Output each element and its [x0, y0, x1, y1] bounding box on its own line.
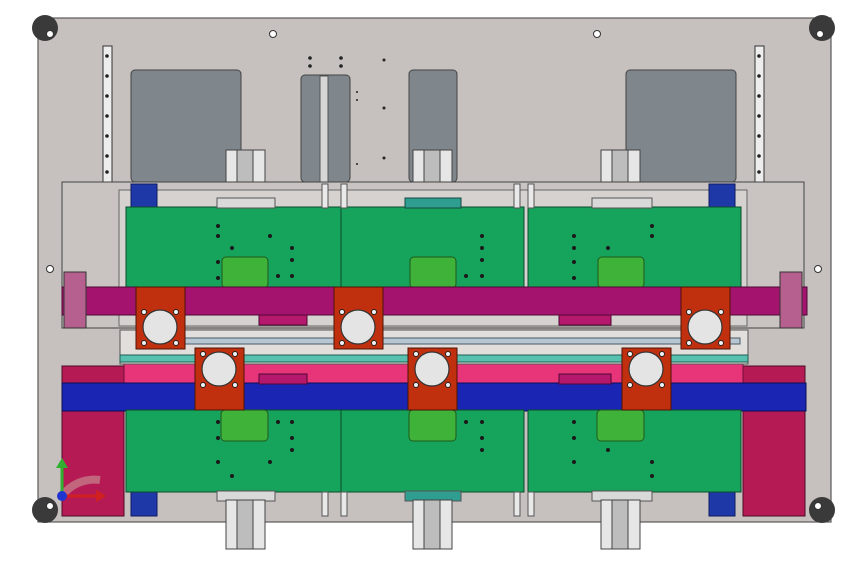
- corner-boss-top-left: [32, 15, 58, 41]
- left-screw-rail: [102, 45, 113, 183]
- upper-teal-tabs: [404, 197, 462, 209]
- lower-green-pads: [220, 409, 645, 442]
- top-fasteners: [308, 56, 386, 165]
- corner-boss-bottom-right: [809, 497, 835, 523]
- lower-carriage-fasteners: [216, 420, 654, 478]
- cylinder-bolt-heads: [141, 309, 724, 388]
- magenta-end-blocks: [63, 271, 803, 329]
- divider-posts: [321, 183, 535, 517]
- axis-triad-icon[interactable]: [56, 458, 106, 502]
- upper-light-tabs: [216, 197, 653, 209]
- corner-boss-top-right: [809, 15, 835, 41]
- upper-green-pads: [221, 256, 645, 289]
- center-shaft: [319, 75, 329, 183]
- light-rail: [139, 337, 741, 345]
- right-screw-rail: [754, 45, 765, 183]
- lower-guide-blocks: [225, 499, 641, 550]
- upper-carriage-fasteners: [216, 224, 654, 280]
- cylinder-icons: [142, 309, 723, 387]
- perimeter-holes: [46, 30, 824, 510]
- magenta-rail-fixtures: [258, 314, 612, 385]
- corner-boss-bottom-left: [32, 497, 58, 523]
